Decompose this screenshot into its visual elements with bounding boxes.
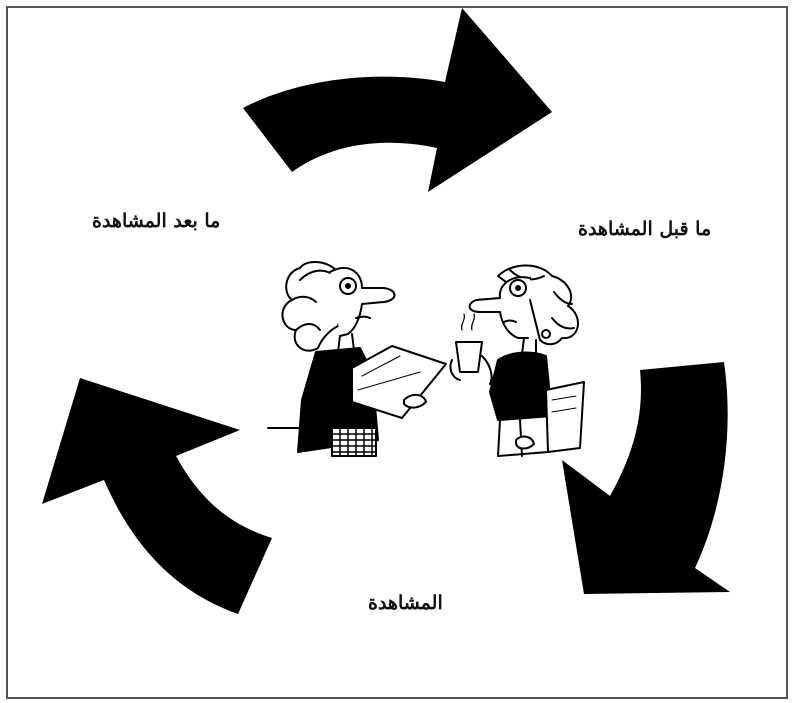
teacher-right-figure [449, 264, 585, 457]
teacher-left-figure [267, 261, 447, 457]
stage-label-post-observation: ما بعد المشاهدة [92, 210, 221, 232]
arrow-left [42, 378, 272, 614]
stage-label-pre-observation: ما قبل المشاهدة [578, 218, 712, 240]
arrow-right [562, 362, 730, 594]
stage-label-observation: المشاهدة [368, 592, 443, 614]
arrow-top [243, 8, 552, 192]
two-teachers-illustration [267, 261, 585, 457]
